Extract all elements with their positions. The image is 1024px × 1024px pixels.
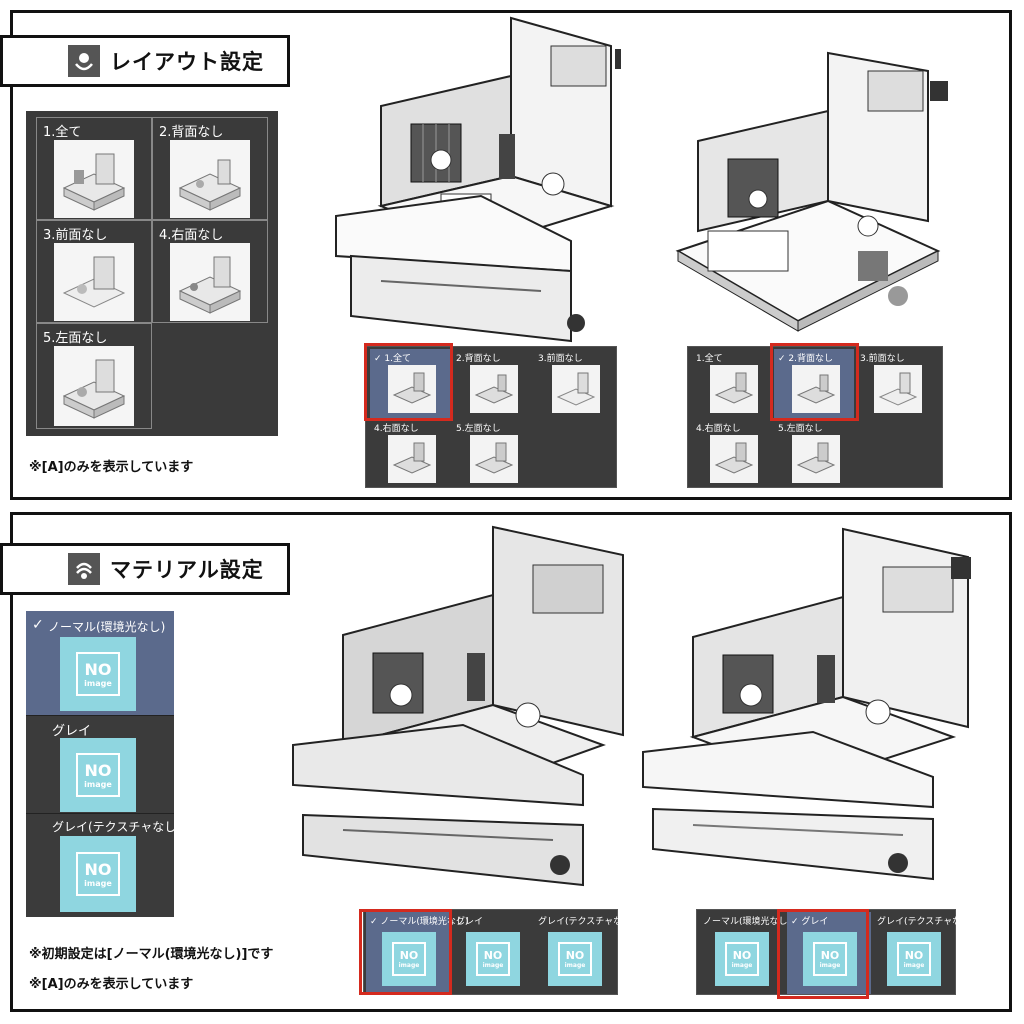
mini-option-3[interactable]: 3.前面なし [534,349,614,419]
mini-option-3[interactable]: 3.前面なし [856,349,936,419]
layout-note: ※[A]のみを表示しています [29,460,194,475]
selection-highlight [777,909,869,999]
room-thumbnail [792,365,840,413]
selection-highlight [359,909,452,995]
material-icon [68,553,100,585]
mini-option-4[interactable]: 4.右面なし [370,419,450,487]
room-render-normal [283,525,633,905]
room-thumbnail [388,435,436,483]
material-note-default: ※初期設定は[ノーマル(環境光なし)]です [29,947,274,962]
layout-option-2[interactable]: 2.背面なし [152,117,268,220]
mini-option-2-selected[interactable]: ✓ 2.背面なし [774,349,854,419]
mini-option-2[interactable]: 2.背面なし [452,349,532,419]
layout-icon [68,45,100,77]
room-thumbnail [170,243,250,321]
layout-option-1[interactable]: 1.全て [36,117,152,220]
material-header: マテリアル設定 [0,543,290,595]
room-thumbnail [54,346,134,426]
room-thumbnail [792,435,840,483]
room-thumbnail [54,243,134,321]
mini-option-1-selected[interactable]: ✓ 1.全て [370,349,450,419]
material-note-display: ※[A]のみを表示しています [29,977,194,992]
layout-mini-panel-left: ✓ 1.全て 2.背面なし 3.前面なし 4.右面なし 5.左面なし [365,346,617,488]
layout-header: レイアウト設定 [0,35,290,87]
layout-option-4[interactable]: 4.右面なし [152,220,268,323]
mini-option-5[interactable]: 5.左面なし [452,419,532,487]
room-thumbnail [388,365,436,413]
room-thumbnail [170,140,250,218]
layout-option-5[interactable]: 5.左面なし [36,323,152,429]
mini-option-4[interactable]: 4.右面なし [692,419,772,487]
layout-option-3[interactable]: 3.前面なし [36,220,152,323]
mini-option-5[interactable]: 5.左面なし [774,419,854,487]
layout-mini-panel-right: 1.全て ✓ 2.背面なし 3.前面なし 4.右面なし 5.左面なし [687,346,943,488]
room-thumbnail [710,365,758,413]
room-render-no-back [668,51,958,346]
room-thumbnail [470,365,518,413]
layout-options-panel: 1.全て 2.背面なし 3.前面なし 4.右面なし 5.左面なし [26,111,278,436]
room-thumbnail [874,365,922,413]
room-thumbnail [710,435,758,483]
layout-title: レイアウト設定 [110,49,264,74]
room-render-gray [633,527,978,897]
material-title: マテリアル設定 [110,557,264,582]
layout-section: レイアウト設定 1.全て 2.背面なし 3.前面なし 4.右面なし [0,10,1012,500]
selection-highlight [770,343,859,421]
room-thumbnail [552,365,600,413]
check-icon: ✓ [32,617,44,633]
room-thumbnail [470,435,518,483]
selection-highlight [364,343,453,421]
mini-option-1[interactable]: 1.全て [692,349,772,419]
room-thumbnail [54,140,134,218]
room-render-all [321,16,635,346]
